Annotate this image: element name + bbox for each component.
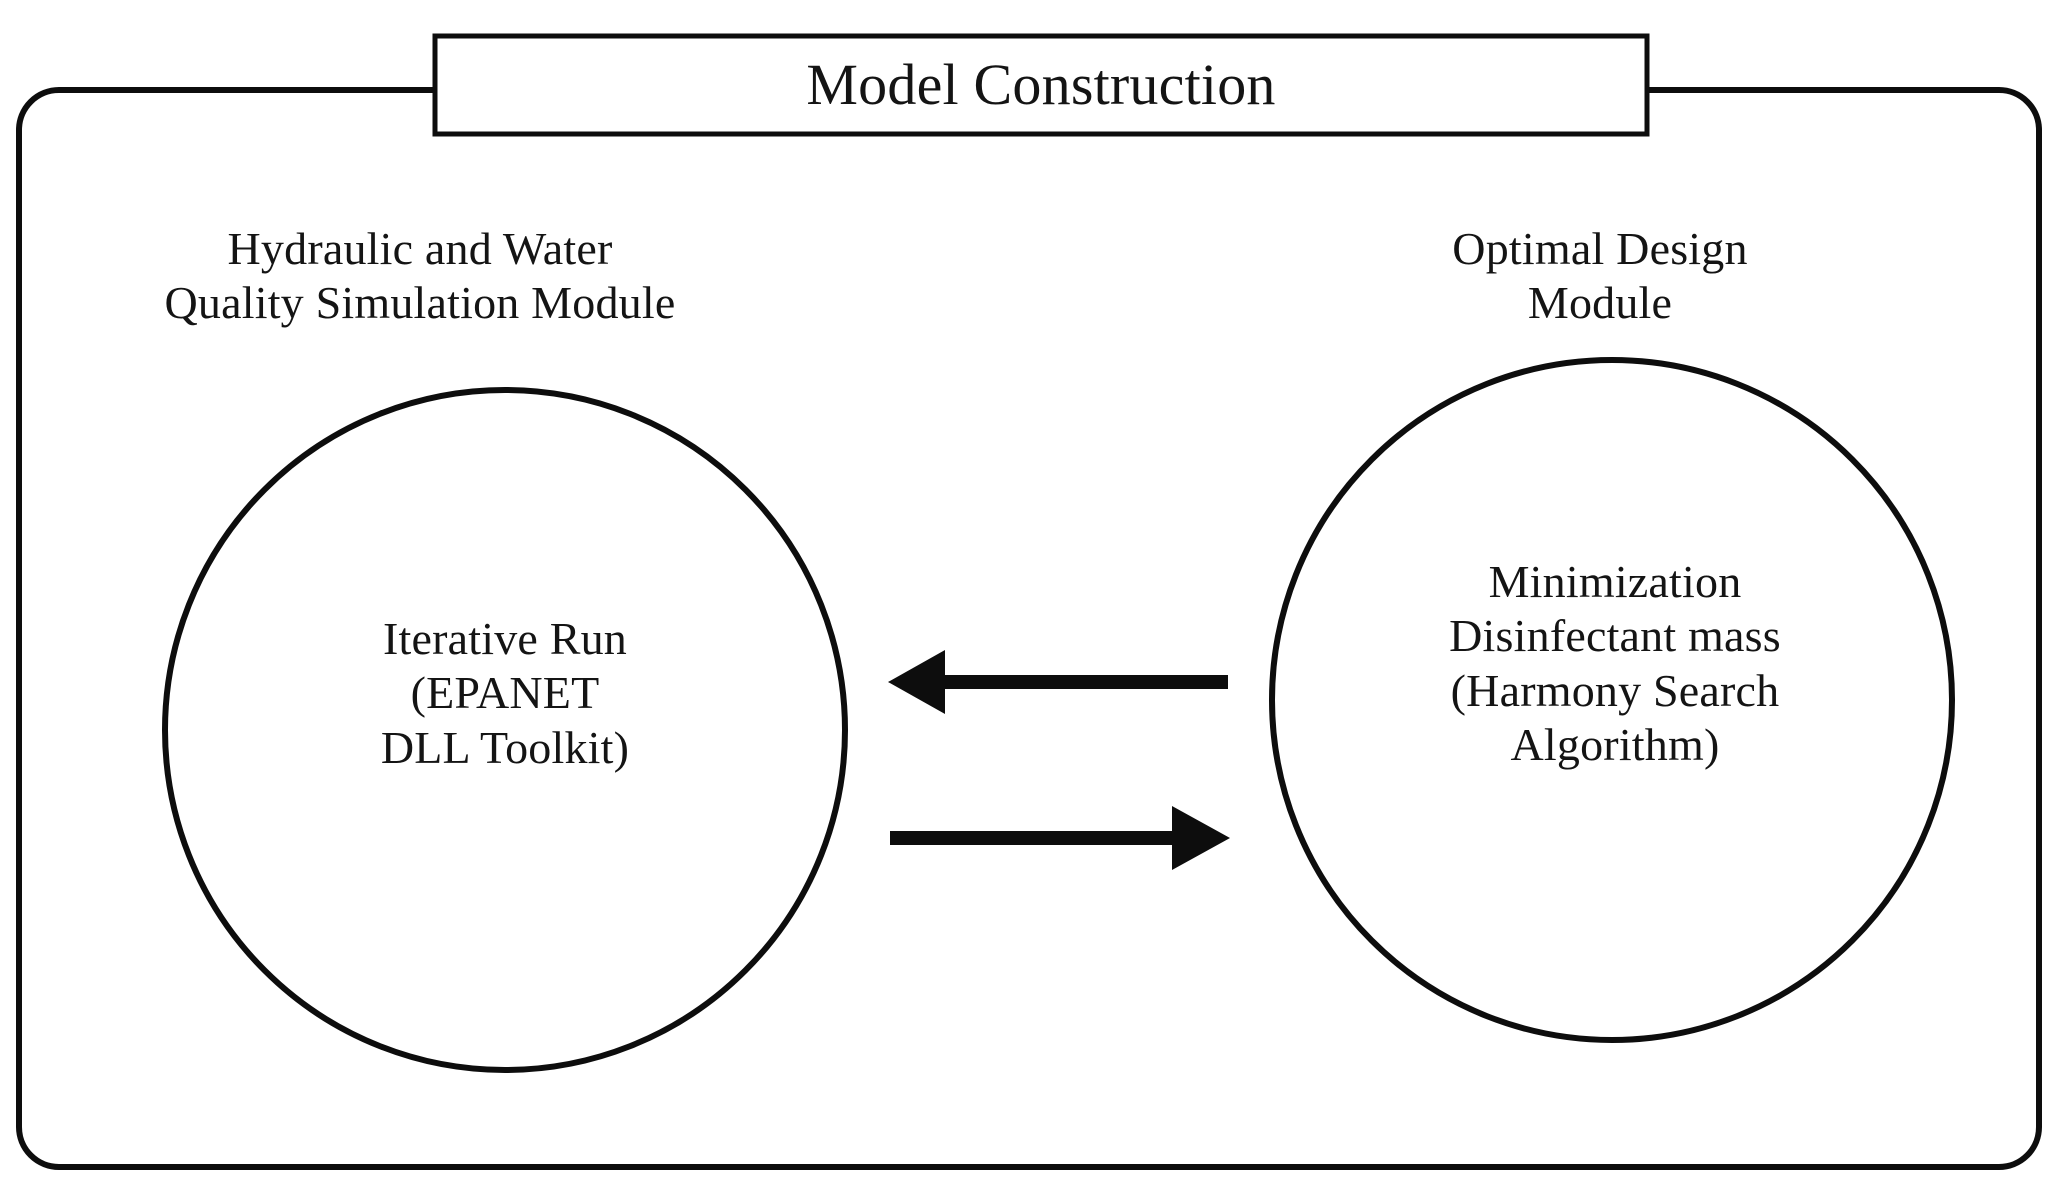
optimal-design-module-circle bbox=[1269, 357, 1955, 1043]
module-label-simulation: Hydraulic and Water Quality Simulation M… bbox=[164, 223, 676, 329]
simulation-module-circle-text: Iterative Run (EPANET DLL Toolkit) bbox=[380, 613, 630, 773]
arrow-optimal-design-to-simulation bbox=[888, 650, 1228, 714]
simulation-module-circle bbox=[162, 387, 848, 1073]
arrow-simulation-to-optimal-design bbox=[890, 806, 1230, 870]
page-title: Model Construction bbox=[806, 51, 1276, 117]
module-label-optimal-design: Optimal Design Module bbox=[1452, 223, 1748, 329]
optimal-design-module-circle-text: Minimization Disinfectant mass (Harmony … bbox=[1449, 556, 1781, 770]
title-box bbox=[432, 33, 1650, 137]
